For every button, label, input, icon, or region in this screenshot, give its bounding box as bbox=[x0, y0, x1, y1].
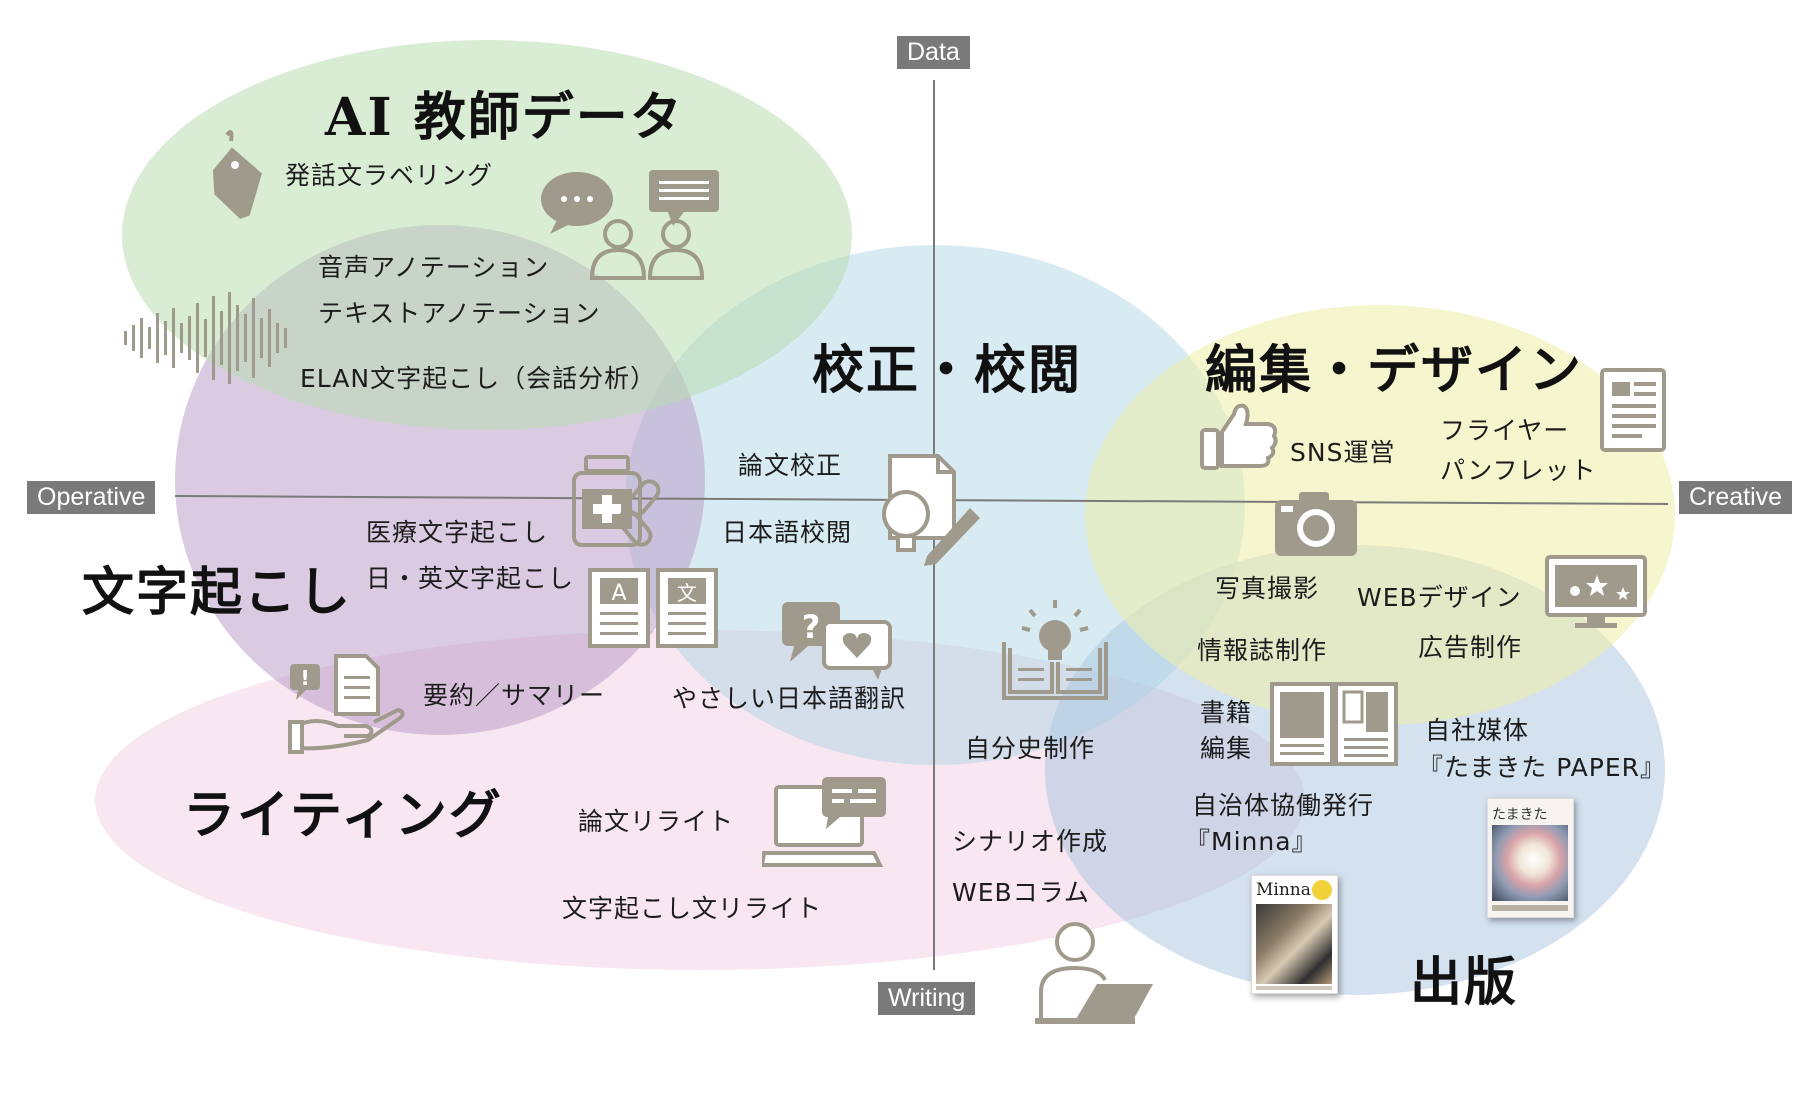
minna-cover-photos bbox=[1256, 904, 1332, 984]
svg-text:?: ? bbox=[802, 608, 821, 646]
item-web-column: WEBコラム bbox=[952, 878, 1090, 907]
item-municipal-1: 自治体協働発行 bbox=[1192, 791, 1375, 820]
tamakita-cover-photo bbox=[1492, 825, 1568, 901]
item-advertising: 広告制作 bbox=[1418, 633, 1523, 662]
hand-document-icon: ! bbox=[288, 650, 408, 755]
title-proofreading: 校正・校閲 bbox=[812, 340, 1083, 401]
tamakita-cover-footer bbox=[1492, 905, 1568, 911]
item-sns-management: SNS運営 bbox=[1290, 438, 1396, 467]
document-list-icon bbox=[1600, 368, 1668, 453]
minna-cover-title: Minna bbox=[1256, 880, 1311, 900]
title-editing-design: 編集・デザイン bbox=[1205, 340, 1584, 401]
item-scenario: シナリオ作成 bbox=[952, 827, 1109, 856]
axis-label-creative: Creative bbox=[1679, 481, 1793, 514]
item-japanese-proofreading: 日本語校閲 bbox=[722, 518, 853, 547]
question-heart-chat-icon: ? bbox=[780, 600, 895, 680]
item-own-media-2: 『たまきた PAPER』 bbox=[1418, 753, 1667, 782]
web-monitor-icon bbox=[1545, 555, 1647, 631]
camera-icon bbox=[1273, 490, 1359, 558]
svg-text:A: A bbox=[611, 581, 626, 606]
svg-text:!: ! bbox=[300, 666, 309, 690]
item-photography: 写真撮影 bbox=[1215, 574, 1320, 603]
tamakita-paper-cover: たまきた bbox=[1487, 798, 1574, 918]
lightbulb-document-icon bbox=[872, 452, 987, 567]
open-magazine-icon bbox=[1270, 682, 1398, 768]
item-ja-en-transcription: 日・英文字起こし bbox=[366, 564, 575, 593]
item-elan-transcription: ELAN文字起こし（会話分析） bbox=[300, 364, 657, 393]
item-web-design: WEBデザイン bbox=[1357, 583, 1522, 612]
item-autobiography: 自分史制作 bbox=[965, 734, 1096, 763]
item-municipal-2: 『Minna』 bbox=[1185, 827, 1318, 856]
title-writing: ライティング bbox=[183, 785, 503, 846]
item-flyer: フライヤー bbox=[1440, 416, 1570, 445]
item-audio-annotation: 音声アノテーション bbox=[318, 253, 550, 282]
item-book-editing-2: 編集 bbox=[1200, 734, 1253, 763]
laptop-chat-icon bbox=[762, 775, 890, 870]
minna-magazine-cover: Minna bbox=[1251, 875, 1338, 994]
item-utterance-labeling: 発話文ラベリング bbox=[285, 161, 494, 190]
item-text-annotation: テキストアノテーション bbox=[318, 299, 601, 328]
tamakita-cover-title: たまきた bbox=[1492, 807, 1548, 823]
item-transcript-rewrite: 文字起こし文リライト bbox=[562, 894, 823, 923]
translation-book-icon: A 文 bbox=[588, 568, 718, 650]
item-info-magazine: 情報誌制作 bbox=[1197, 636, 1328, 665]
ellipse-editing bbox=[1085, 305, 1675, 725]
chat-people-icon bbox=[538, 168, 728, 286]
axis-label-writing: Writing bbox=[878, 982, 976, 1015]
minna-cover-badge bbox=[1312, 880, 1332, 900]
medicine-bottle-icon bbox=[568, 455, 678, 550]
item-summary: 要約／サマリー bbox=[423, 681, 606, 710]
sound-wave-icon bbox=[120, 288, 300, 388]
item-easy-japanese: やさしい日本語翻訳 bbox=[672, 684, 907, 713]
title-transcription: 文字起こし bbox=[82, 562, 353, 623]
svg-text:文: 文 bbox=[677, 581, 697, 605]
minna-cover-footer bbox=[1256, 986, 1332, 990]
person-laptop-icon bbox=[1035, 920, 1155, 1025]
axis-label-data: Data bbox=[897, 36, 970, 69]
item-paper-rewrite: 論文リライト bbox=[578, 807, 735, 836]
price-tag-icon bbox=[205, 125, 285, 225]
item-own-media-1: 自社媒体 bbox=[1425, 716, 1530, 745]
title-publishing: 出版 bbox=[1410, 952, 1519, 1013]
title-ai-training-data: AI 教師データ bbox=[325, 87, 684, 148]
item-medical-transcription: 医療文字起こし bbox=[366, 518, 549, 547]
item-book-editing-1: 書籍 bbox=[1200, 698, 1253, 727]
item-paper-proofreading: 論文校正 bbox=[738, 451, 843, 480]
idea-book-icon bbox=[1000, 598, 1110, 703]
thumbs-up-icon bbox=[1200, 402, 1280, 472]
axis-label-operative: Operative bbox=[27, 481, 156, 514]
ellipse-ai bbox=[122, 40, 852, 430]
item-pamphlet: パンフレット bbox=[1440, 456, 1597, 485]
